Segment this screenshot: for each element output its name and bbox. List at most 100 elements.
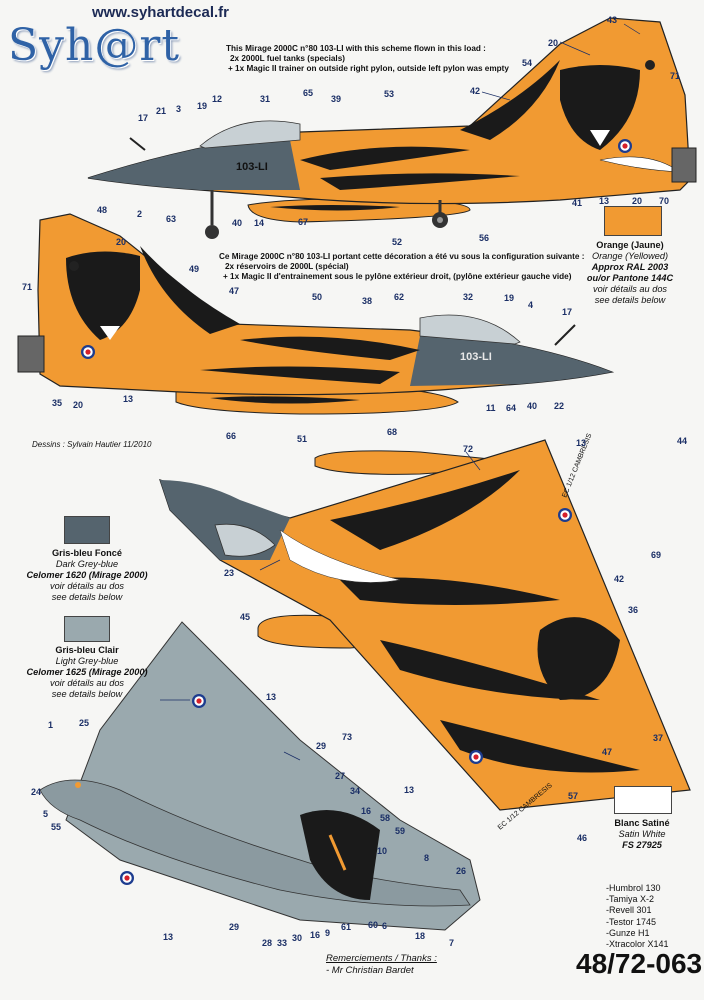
callout: 30 [292,933,303,943]
paint-item: -Gunze H1 [606,927,650,938]
callout: 10 [377,846,388,856]
callout: 47 [229,286,240,296]
swatch-line: FS 27925 [622,840,662,850]
callout: 57 [568,791,579,801]
white-swatch-label: Blanc Satiné Satin White FS 27925 [590,818,694,851]
callout: 28 [262,938,273,948]
swatch-line: see details below [51,592,123,602]
light-grey-swatch [64,616,110,642]
callout: 29 [316,741,327,751]
callout: 35 [52,398,63,408]
callout: 45 [240,612,251,622]
callout: 24 [31,787,42,797]
callout: 7 [449,938,455,948]
callout: 46 [577,833,588,843]
callout: 13 [163,932,174,942]
paint-item: -Testor 1745 [606,916,657,927]
callout: 13 [123,394,134,404]
callout: 62 [394,292,405,302]
paint-item: -Xtracolor X141 [606,939,669,950]
callout: 19 [504,293,515,303]
swatch-line: Light Grey-blue [55,656,119,666]
thanks-name: - Mr Christian Bardet [326,965,414,976]
thanks-block: Remerciements / Thanks : - Mr Christian … [326,953,437,977]
callout: 56 [479,233,490,243]
callout: 52 [392,237,403,247]
callout: 14 [254,218,265,228]
dark-grey-swatch [64,516,110,544]
callout: 16 [361,806,372,816]
callout: 3 [176,104,182,114]
swatch-line: voir détails au dos [49,581,125,591]
callout: 40 [527,401,538,411]
callout: 13 [576,438,587,448]
swatch-line: Gris-bleu Foncé [52,548,122,558]
note-line: 2x 2000L fuel tanks (specials) [230,54,345,63]
underside-view [39,621,481,931]
callout: 31 [260,94,271,104]
top-view: EC 1/12 CAMBRESIS EC 1/12 CAMBRESIS [159,432,691,832]
callout: 18 [415,931,426,941]
thanks-title: Remerciements / Thanks : [326,953,437,964]
callout: 43 [607,15,618,25]
callout: 48 [97,205,108,215]
callout: 12 [212,94,223,104]
callout: 64 [506,403,517,413]
callout: 42 [470,86,481,96]
callout: 1 [48,720,54,730]
callout: 8 [424,853,430,863]
callout: 58 [380,813,391,823]
dark-grey-swatch-label: Gris-bleu Foncé Dark Grey-blue Celomer 1… [12,548,162,603]
swatch-line: see details below [594,295,666,305]
callout: 23 [224,568,235,578]
callout: 21 [156,106,167,116]
callout: 41 [572,198,583,208]
callout: 49 [189,264,200,274]
callout: 20 [548,38,559,48]
callout: 47 [602,747,613,757]
aircraft-code-2: 103-LI [460,351,492,363]
callout: 13 [599,196,610,206]
callout: 36 [628,605,639,615]
swatch-line: Approx RAL 2003 [591,262,669,272]
note-line: + 1x Magic II trainer on outside right p… [228,64,509,73]
callout: 71 [670,71,681,81]
callout: 34 [350,786,361,796]
note-line: This Mirage 2000C n°80 103-LI with this … [226,44,486,53]
note-line: + 1x Magic II d'entrainement sous le pyl… [223,272,572,281]
callout: 44 [677,436,688,446]
callout: 67 [298,217,309,227]
swatch-line: Orange (Yellowed) [591,251,669,261]
swatch-line: Celomer 1625 (Mirage 2000) [26,667,148,677]
callout: 60 [368,920,379,930]
brand-logo: Syh@rt [8,20,181,71]
profile-left-side: 103-LI [17,213,615,415]
callout: 20 [116,237,127,247]
leader-lines [160,23,641,761]
orange-swatch [604,206,662,236]
callout: 25 [79,718,90,728]
callout: 53 [384,89,395,99]
load-note-english: This Mirage 2000C n°80 103-LI with this … [226,44,509,74]
callout: 61 [341,922,352,932]
callout: 13 [266,692,277,702]
callout: 9 [325,928,331,938]
callout: 66 [226,431,237,441]
website-url: www.syhartdecal.fr [92,4,229,21]
swatch-line: Orange (Jaune) [596,240,664,250]
callout: 29 [229,922,240,932]
callout: 17 [562,307,573,317]
swatch-line: Gris-bleu Clair [55,645,119,655]
callout: 40 [232,218,243,228]
callout: 17 [138,113,149,123]
profile-right-side: 103-LI [87,17,697,239]
orange-swatch-label: Orange (Jaune) Orange (Yellowed) Approx … [560,240,700,306]
paint-item: -Humbrol 130 [606,883,661,893]
callout: 65 [303,88,314,98]
swatch-line: voir détails au dos [49,678,125,688]
callout: 20 [73,400,84,410]
callout: 16 [310,930,321,940]
callout: 37 [653,733,664,743]
callout: 55 [51,822,62,832]
